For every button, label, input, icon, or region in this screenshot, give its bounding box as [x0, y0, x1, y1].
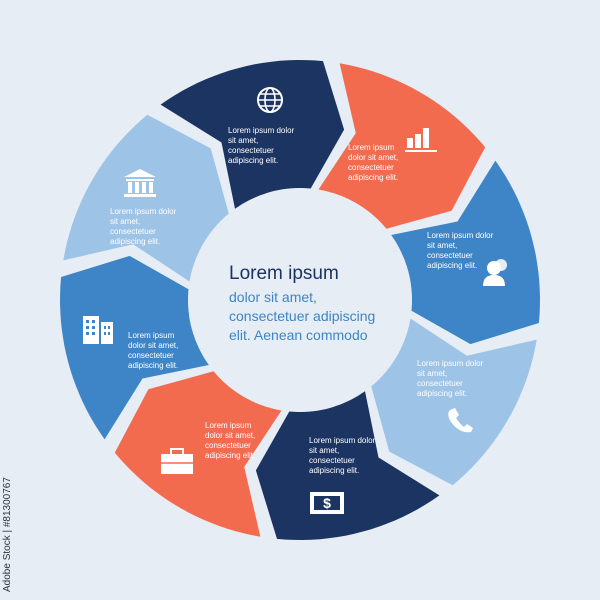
segment-text: sit amet, — [427, 241, 457, 250]
segment-text: consectetuer — [128, 351, 174, 360]
segment-text: Lorem ipsum dolor — [427, 231, 494, 240]
svg-text:$: $ — [323, 495, 331, 511]
segment-text: adipiscing elit. — [348, 173, 398, 182]
segment-4 — [371, 318, 537, 486]
stock-credit: Adobe Stock | #81300767 — [2, 477, 13, 592]
phone-icon — [448, 408, 473, 433]
segment-5 — [255, 391, 440, 540]
segment-text: consectetuer — [348, 163, 394, 172]
segment-2 — [318, 63, 486, 229]
segment-text: consectetuer — [228, 146, 274, 155]
segment-text: adipiscing elit. — [309, 466, 359, 475]
segment-text: Lorem ipsum — [128, 331, 175, 340]
segment-text: sit amet, — [228, 136, 258, 145]
segment-text: Lorem ipsum dolor — [417, 359, 484, 368]
center-line: elit. Aenean commodo — [229, 327, 368, 343]
segment-text: adipiscing elit. — [417, 389, 467, 398]
segment-3 — [391, 160, 540, 345]
segment-text: sit amet, — [309, 446, 339, 455]
user-group-icon — [483, 259, 507, 286]
segment-text: Lorem ipsum — [348, 143, 395, 152]
office-buildings-icon — [83, 316, 113, 344]
segment-7 — [60, 255, 209, 440]
bar-chart-icon — [405, 128, 437, 152]
segment-text: dolor sit amet, — [128, 341, 178, 350]
segment-text: Lorem ipsum — [205, 421, 252, 430]
segment-6 — [114, 371, 282, 537]
segment-text: adipiscing elit. — [427, 261, 477, 270]
segment-text: consectetuer — [427, 251, 473, 260]
segment-text: adipiscing elit. — [228, 156, 278, 165]
bank-icon — [124, 169, 156, 197]
dollar-bill-icon: $ — [310, 492, 344, 514]
segment-text: consectetuer — [110, 227, 156, 236]
briefcase-icon — [161, 448, 193, 474]
segment-text: consectetuer — [309, 456, 355, 465]
segment-text: Lorem ipsum dolor — [309, 436, 376, 445]
center-line: dolor sit amet, — [229, 289, 317, 305]
segment-text: Lorem ipsum dolor — [110, 207, 177, 216]
center-line: consectetuer adipiscing — [229, 308, 375, 324]
center-title: Lorem ipsum — [229, 263, 339, 284]
segment-text: consectetuer — [417, 379, 463, 388]
segment-text: sit amet, — [417, 369, 447, 378]
segment-text: consectetuer — [205, 441, 251, 450]
segment-8 — [63, 114, 229, 282]
globe-icon — [257, 87, 283, 113]
segment-text: dolor sit amet, — [348, 153, 398, 162]
segment-1 — [160, 60, 345, 209]
segment-text: Lorem ipsum dolor — [228, 126, 295, 135]
segment-text: dolor sit amet, — [205, 431, 255, 440]
segment-text: adipiscing elit. — [205, 451, 255, 460]
segment-text: adipiscing elit. — [110, 237, 160, 246]
segment-text: adipiscing elit. — [128, 361, 178, 370]
segment-text: sit amet, — [110, 217, 140, 226]
center-text: Lorem ipsum dolor sit amet, consectetuer… — [229, 263, 375, 343]
